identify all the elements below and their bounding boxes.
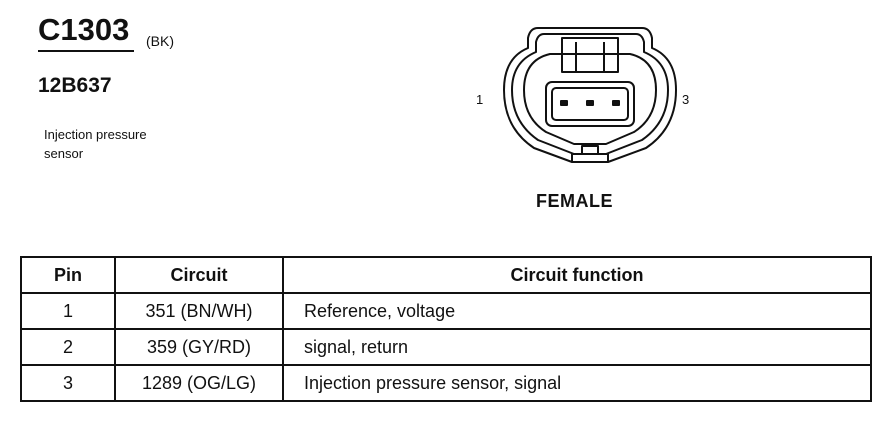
circuit-cell: 1289 (OG/LG) [114,364,284,402]
pin-2-terminal [586,100,594,106]
pin-1-label: 1 [476,92,484,107]
description-line-1: Injection pressure [44,127,147,142]
circuit-column-header: Circuit [114,256,284,294]
table-row: 1 351 (BN/WH) Reference, voltage [20,292,872,330]
circuit-cell: 359 (GY/RD) [114,328,284,366]
locking-tab [561,37,619,73]
connector-face-diagram [503,27,677,163]
circuit-cell: 351 (BN/WH) [114,292,284,330]
keying-notch [571,153,609,162]
table-row: 2 359 (GY/RD) signal, return [20,328,872,366]
pin-column-header: Pin [20,256,116,294]
pin-3-label: 3 [682,92,690,107]
pinout-table: Pin Circuit Circuit function 1 351 (BN/W… [20,256,872,402]
table-row: 3 1289 (OG/LG) Injection pressure sensor… [20,364,872,402]
terminal-cavity-inner [551,87,629,121]
connector-housing-inner-edge [511,33,669,155]
description-line-2: sensor [44,146,84,161]
pin-cell: 3 [20,364,116,402]
function-cell: signal, return [282,328,872,366]
keying-notch-detail [581,145,599,155]
function-column-header: Circuit function [282,256,872,294]
connector-inner-body [523,53,657,145]
function-cell: Reference, voltage [282,292,872,330]
pin-3-terminal [612,100,620,106]
connector-outer-housing [503,27,677,163]
pin-cell: 2 [20,328,116,366]
pin-1-terminal [560,100,568,106]
part-number: 12B637 [38,74,112,97]
terminal-cavity [545,81,635,127]
connector-gender-label: FEMALE [536,191,613,211]
component-description: Injection pressure sensor [44,125,214,163]
connector-id: C1303 [38,12,130,47]
pin-cell: 1 [20,292,116,330]
table-header-row: Pin Circuit Circuit function [20,256,872,294]
title-underline [38,50,134,52]
connector-color: (BK) [146,33,174,49]
function-cell: Injection pressure sensor, signal [282,364,872,402]
